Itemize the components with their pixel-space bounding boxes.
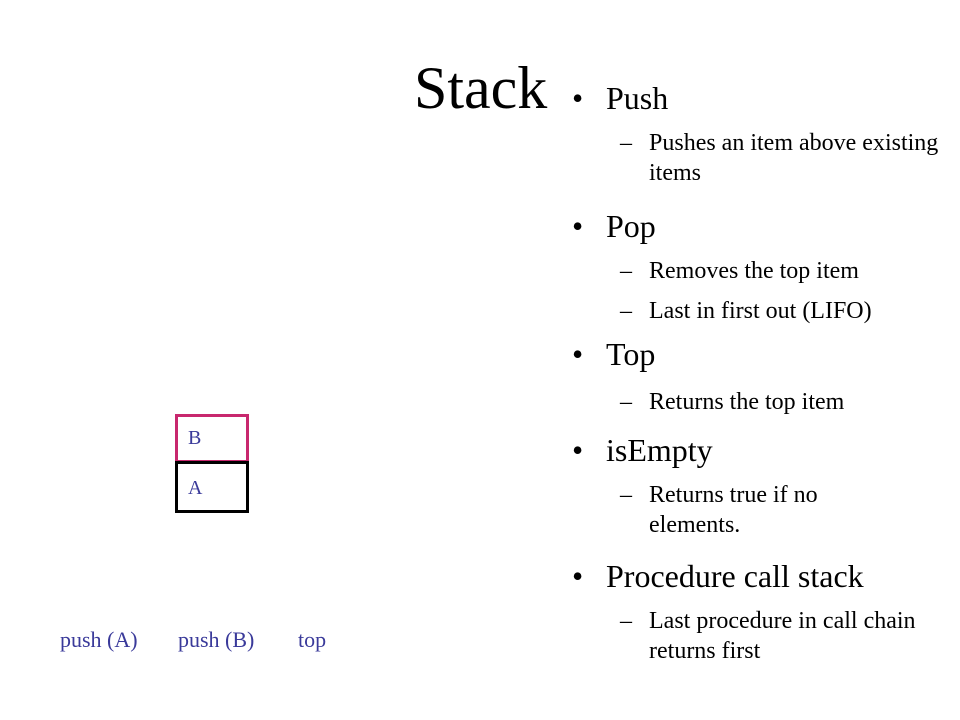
bullet-pop: • Pop xyxy=(572,207,656,245)
bullet-marker: • xyxy=(572,336,584,372)
sub-bullet: –Pushes an item above existing items xyxy=(620,128,950,188)
sub-bullet: –Returns the top item xyxy=(620,387,950,417)
bullet-label: Push xyxy=(606,80,669,116)
bullet-marker: • xyxy=(572,80,584,116)
sub-bullet-marker: – xyxy=(620,258,632,284)
operation-label: push (A) xyxy=(60,627,138,652)
bullet-label: Pop xyxy=(606,208,656,244)
sub-bullet: –Last in first out (LIFO) xyxy=(620,296,960,326)
sub-bullet-text: Removes the top item xyxy=(649,258,859,284)
bullet-push: • Push xyxy=(572,79,668,117)
bullet-marker: • xyxy=(572,432,584,468)
bullet-label: Procedure call stack xyxy=(606,558,864,594)
bullet-marker: • xyxy=(572,558,584,594)
sub-bullet-marker: – xyxy=(620,389,632,415)
bullet-marker: • xyxy=(572,208,584,244)
sub-bullet-text: Last in first out (LIFO) xyxy=(649,298,872,324)
sub-bullet-marker: – xyxy=(620,298,632,324)
stack-item-top: B xyxy=(175,414,249,463)
sub-bullet-text: Last procedure in call chain returns fir… xyxy=(649,608,916,664)
operation-label: top xyxy=(298,627,327,652)
sub-bullet-marker: – xyxy=(620,130,632,156)
bullet-top: • Top xyxy=(572,335,655,373)
sub-bullet: –Returns true if no elements. xyxy=(620,480,910,540)
operation-label: push (B) xyxy=(178,627,255,652)
stack-item-bottom: A xyxy=(175,461,249,513)
bullet-label: isEmpty xyxy=(606,432,713,468)
sub-bullet-marker: – xyxy=(620,482,632,508)
sub-bullet: –Last procedure in call chain returns fi… xyxy=(620,606,950,666)
bullet-isempty: • isEmpty xyxy=(572,431,713,469)
bullet-procedure-call-stack: • Procedure call stack xyxy=(572,557,864,595)
sub-bullet-marker: – xyxy=(620,608,632,634)
slide-title: Stack xyxy=(414,55,548,121)
sub-bullet: –Removes the top item xyxy=(620,256,950,286)
sub-bullet-text: Returns the top item xyxy=(649,389,845,415)
sub-bullet-text: Returns true if no elements. xyxy=(649,482,818,538)
bullet-label: Top xyxy=(606,336,656,372)
sub-bullet-text: Pushes an item above existing items xyxy=(649,130,939,186)
